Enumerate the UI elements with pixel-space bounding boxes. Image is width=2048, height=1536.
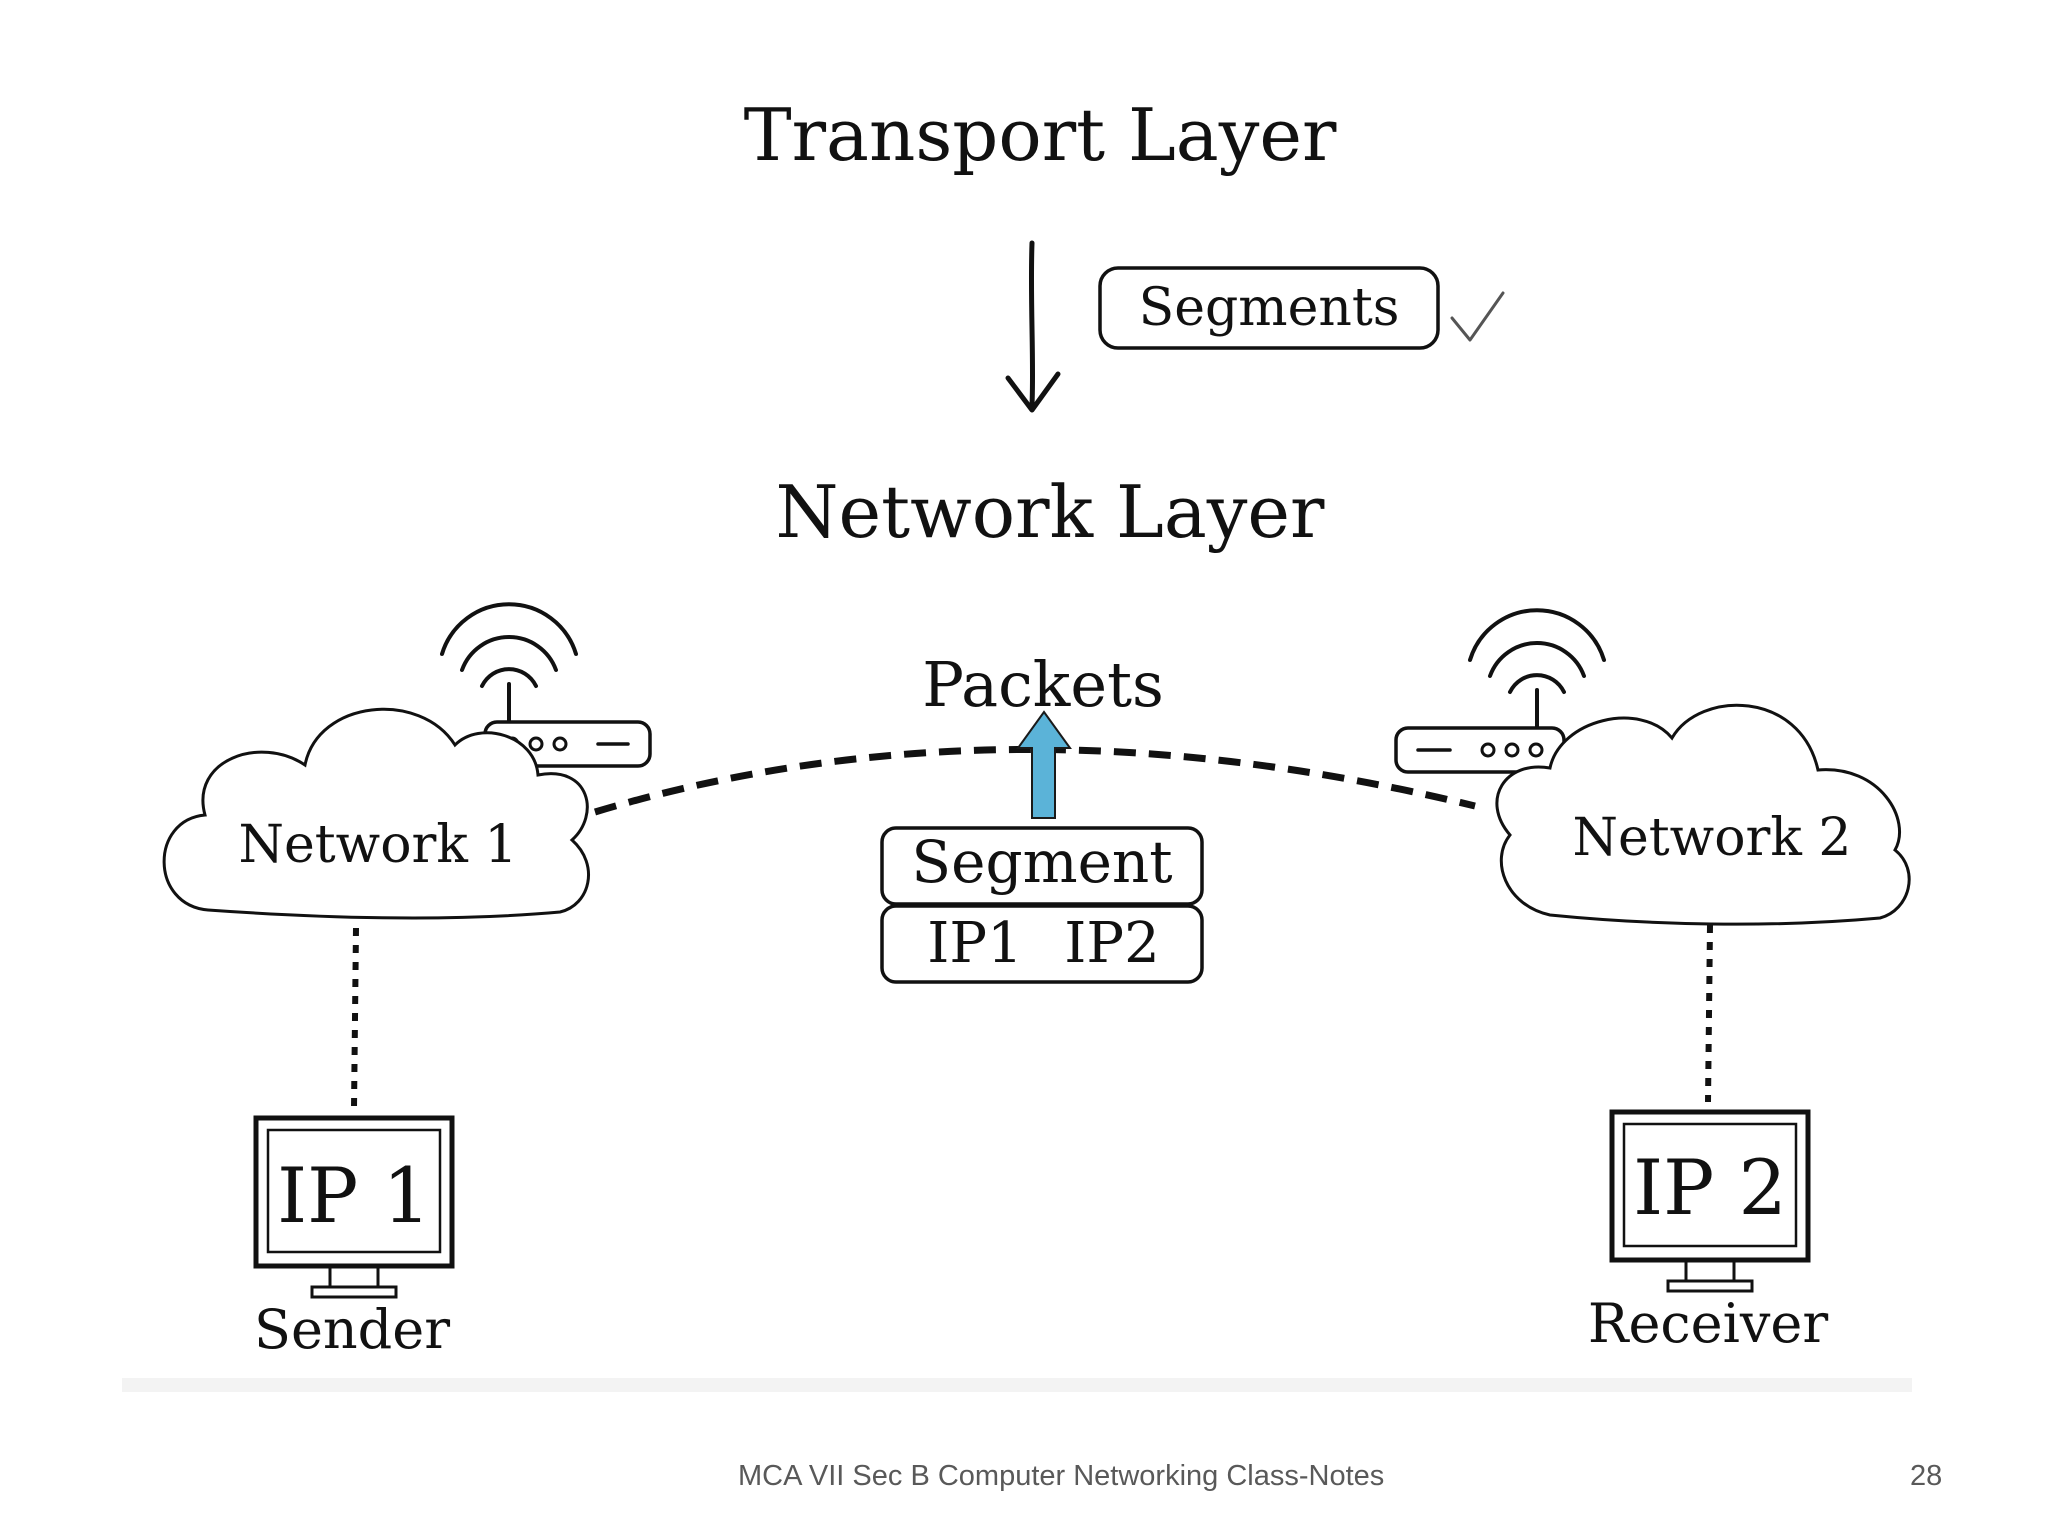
receiver-ip-label: IP 2 [1633, 1143, 1787, 1232]
cloud-icon [162, 707, 590, 920]
connection-link [593, 745, 1476, 816]
sender-link [351, 927, 359, 1109]
packet: Segment IP1 IP2 [880, 826, 1204, 984]
packet-segment-label: Segment [911, 828, 1172, 896]
image-bottom-edge [122, 1378, 1912, 1392]
sender-caption: Sender [254, 1298, 450, 1361]
sender-monitor-icon: IP 1 [253, 1115, 455, 1299]
cloud-icon [1495, 703, 1911, 926]
wifi-icon [1468, 608, 1606, 732]
transport-layer-title: Transport Layer [744, 93, 1337, 177]
wifi-icon [440, 602, 578, 728]
sender-ip-label: IP 1 [277, 1151, 431, 1240]
packets-label: Packets [922, 648, 1164, 721]
checkmark-icon [1450, 291, 1505, 342]
receiver-link [1705, 924, 1713, 1103]
network-layer-title: Network Layer [776, 470, 1325, 554]
packet-dest-ip: IP2 [1064, 911, 1159, 976]
segments-label: Segments [1139, 278, 1400, 338]
packet-source-ip: IP1 [927, 911, 1022, 976]
segments-box: Segments [1098, 266, 1440, 350]
up-arrow-icon [1016, 710, 1072, 819]
receiver-monitor-icon: IP 2 [1609, 1109, 1811, 1293]
receiver-caption: Receiver [1588, 1292, 1829, 1355]
network-1-label: Network 1 [239, 815, 518, 875]
down-arrow-icon [1005, 240, 1061, 413]
page-number: 28 [1910, 1460, 1943, 1492]
network-2-label: Network 2 [1573, 808, 1852, 868]
footer-title: MCA VII Sec B Computer Networking Class-… [738, 1460, 1385, 1492]
router-icon [1394, 726, 1566, 774]
